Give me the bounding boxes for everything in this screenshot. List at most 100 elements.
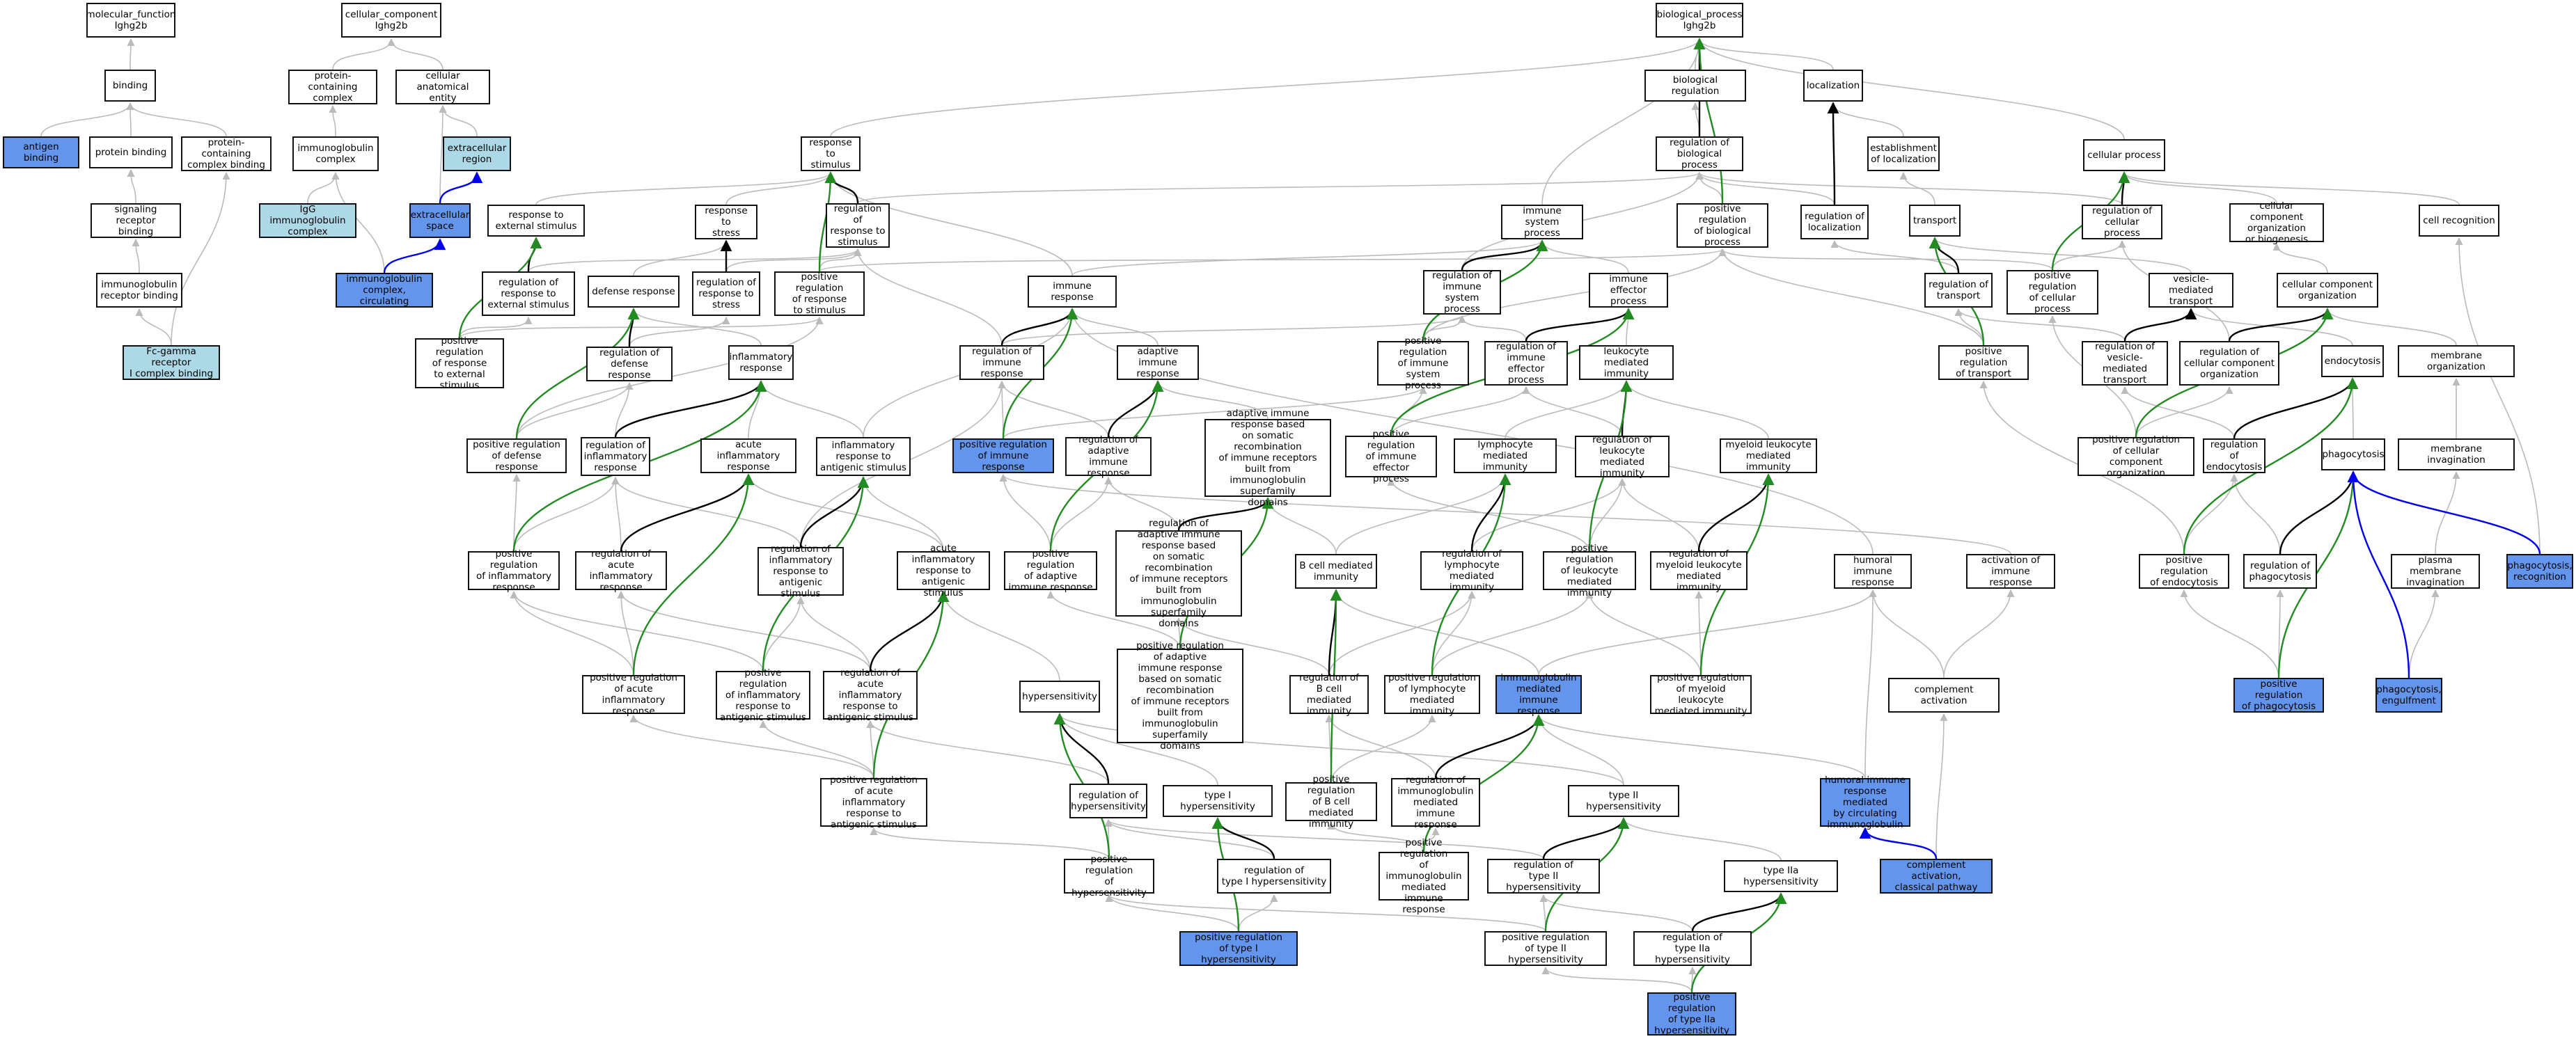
go-term-positive-regulation-of-cellular-process[interactable]: positive regulation of cellular process [2006, 270, 2098, 315]
go-term-membrane-invagination[interactable]: membrane invagination [2398, 438, 2515, 470]
go-term-cellular-component-root[interactable]: cellular_component Ighg2b [341, 3, 441, 38]
go-term-positive-regulation-of-defense-response[interactable]: positive regulation of defense response [466, 438, 567, 473]
go-term-regulation-of-endocytosis[interactable]: regulation of endocytosis [2203, 438, 2265, 473]
go-term-positive-regulation-of-inflammatory-response-to-antigenic-stimulus[interactable]: positive regulation of inflammatory resp… [716, 667, 810, 723]
go-term-cellular-anatomical-entity[interactable]: cellular anatomical entity [395, 70, 490, 104]
go-term-biological-regulation[interactable]: biological regulation [1644, 70, 1746, 102]
go-term-protein-binding[interactable]: protein binding [89, 136, 173, 168]
go-term-positive-regulation-of-biological-process[interactable]: positive regulation of biological proces… [1676, 203, 1768, 248]
go-term-regulation-of-leukocyte-mediated-immunity[interactable]: regulation of leukocyte mediated immunit… [1575, 434, 1670, 479]
go-term-phagocytosis-engulfment[interactable]: phagocytosis, engulfment [2375, 678, 2442, 713]
go-term-regulation-of-biological-process[interactable]: regulation of biological process [1656, 136, 1743, 171]
go-term-immunoglobulin-complex-circulating[interactable]: immunoglobulin complex, circulating [336, 273, 433, 308]
go-term-cellular-process[interactable]: cellular process [2083, 139, 2165, 171]
go-term-positive-regulation-of-response-to-external-stimulus[interactable]: positive regulation of response to exter… [415, 335, 504, 391]
go-term-regulation-of-immune-system-process[interactable]: regulation of immune system process [1423, 270, 1501, 315]
go-term-positive-regulation-of-adaptive-immune-response[interactable]: positive regulation of adaptive immune r… [1004, 548, 1097, 593]
go-term-positive-regulation-of-immune-response[interactable]: positive regulation of immune response [952, 438, 1054, 473]
go-term-regulation-of-immunoglobulin-mediated-immune-response[interactable]: regulation of immunoglobulin mediated im… [1391, 775, 1480, 830]
go-term-transport[interactable]: transport [1909, 205, 1961, 237]
go-term-phagocytosis[interactable]: phagocytosis [2321, 438, 2385, 470]
go-term-regulation-of-type-iia-hypersensitivity[interactable]: regulation of type IIa hypersensitivity [1633, 931, 1752, 966]
go-term-igg-immunoglobulin-complex[interactable]: IgG immunoglobulin complex [259, 203, 356, 238]
go-term-leukocyte-mediated-immunity[interactable]: leukocyte mediated immunity [1579, 345, 1674, 380]
go-term-plasma-membrane-invagination[interactable]: plasma membrane invagination [2391, 554, 2480, 589]
go-term-regulation-of-acute-inflammatory-response-to-antigenic-stimulus[interactable]: regulation of acute inflammatory respons… [823, 667, 918, 723]
go-term-inflammatory-response[interactable]: inflammatory response [728, 345, 794, 380]
go-term-regulation-of-acute-inflammatory-response[interactable]: regulation of acute inflammatory respons… [575, 548, 667, 593]
go-term-regulation-of-cellular-process[interactable]: regulation of cellular process [2082, 205, 2162, 239]
go-term-regulation-of-type-i-hypersensitivity[interactable]: regulation of type I hypersensitivity [1217, 859, 1331, 894]
go-term-positive-regulation-of-response-to-stimulus[interactable]: positive regulation of response to stimu… [774, 271, 865, 316]
go-term-immune-response[interactable]: immune response [1028, 276, 1117, 308]
go-term-adaptive-immune-response[interactable]: adaptive immune response [1117, 345, 1199, 380]
go-term-regulation-of-myeloid-leukocyte-mediated-immunity[interactable]: regulation of myeloid leukocyte mediated… [1650, 548, 1748, 593]
go-term-positive-regulation-of-acute-inflammatory-response-to-antigenic-stimulus[interactable]: positive regulation of acute inflammator… [820, 775, 927, 830]
go-term-molecular-function-root[interactable]: molecular_function Ighg2b [86, 3, 175, 38]
go-term-regulation-of-inflammatory-response[interactable]: regulation of inflammatory response [581, 437, 650, 476]
go-term-vesicle-mediated-transport[interactable]: vesicle-mediated transport [2149, 273, 2233, 308]
go-term-hypersensitivity[interactable]: hypersensitivity [1019, 681, 1100, 713]
go-term-positive-regulation-of-hypersensitivity[interactable]: positive regulation of hypersensitivity [1064, 854, 1154, 898]
go-term-type-i-hypersensitivity[interactable]: type I hypersensitivity [1163, 785, 1273, 817]
go-term-protein-containing-complex-binding[interactable]: protein-containing complex binding [181, 136, 272, 171]
go-term-cellular-component-organization-or-biogenesis[interactable]: cellular component organization or bioge… [2229, 200, 2324, 245]
go-term-positive-regulation-of-type-ii-hypersensitivity[interactable]: positive regulation of type II hypersens… [1484, 931, 1607, 966]
go-term-regulation-of-response-to-stimulus[interactable]: regulation of response to stimulus [826, 203, 890, 248]
go-term-inflammatory-response-to-antigenic-stimulus[interactable]: inflammatory response to antigenic stimu… [816, 437, 911, 476]
go-term-positive-regulation-of-leukocyte-mediated-immunity[interactable]: positive regulation of leukocyte mediate… [1543, 543, 1636, 598]
go-term-regulation-of-hypersensitivity[interactable]: regulation of hypersensitivity [1069, 784, 1147, 818]
go-term-positive-regulation-of-immune-system-process[interactable]: positive regulation of immune system pro… [1377, 335, 1469, 391]
go-term-phagocytosis-recognition[interactable]: phagocytosis, recognition [2506, 554, 2573, 589]
go-term-positive-regulation-of-myeloid-leukocyte-mediated-immunity[interactable]: positive regulation of myeloid leukocyte… [1650, 672, 1752, 717]
go-term-activation-of-immune-response[interactable]: activation of immune response [1966, 554, 2055, 589]
go-term-positive-regulation-of-phagocytosis[interactable]: positive regulation of phagocytosis [2233, 678, 2324, 713]
go-term-immune-effector-process[interactable]: immune effector process [1589, 273, 1668, 308]
go-term-membrane-organization[interactable]: membrane organization [2398, 345, 2515, 377]
go-term-regulation-of-b-cell-mediated-immunity[interactable]: regulation of B cell mediated immunity [1289, 672, 1369, 717]
go-term-regulation-of-type-ii-hypersensitivity[interactable]: regulation of type II hypersensitivity [1487, 859, 1600, 894]
go-term-regulation-of-defense-response[interactable]: regulation of defense response [586, 347, 673, 381]
go-term-humoral-immune-response[interactable]: humoral immune response [1834, 554, 1912, 589]
go-term-regulation-of-localization[interactable]: regulation of localization [1800, 205, 1869, 239]
go-term-myeloid-leukocyte-mediated-immunity[interactable]: myeloid leukocyte mediated immunity [1720, 438, 1817, 473]
go-term-type-ii-hypersensitivity[interactable]: type II hypersensitivity [1568, 785, 1679, 817]
go-term-response-to-stimulus[interactable]: response to stimulus [801, 136, 861, 171]
go-term-endocytosis[interactable]: endocytosis [2321, 345, 2384, 377]
go-term-type-iia-hypersensitivity[interactable]: type IIa hypersensitivity [1724, 860, 1838, 892]
go-term-biological-process-root[interactable]: biological_process Ighg2b [1656, 3, 1743, 38]
go-term-defense-response[interactable]: defense response [588, 276, 680, 308]
go-term-protein-containing-complex[interactable]: protein-containing complex [288, 70, 377, 104]
go-term-positive-regulation-of-endocytosis[interactable]: positive regulation of endocytosis [2139, 554, 2229, 589]
go-term-complement-activation-classical-pathway[interactable]: complement activation, classical pathway [1880, 859, 1993, 894]
go-term-immunoglobulin-complex[interactable]: immunoglobulin complex [292, 136, 379, 171]
go-term-extracellular-space[interactable]: extracellular space [409, 203, 471, 238]
go-term-regulation-of-lymphocyte-mediated-immunity[interactable]: regulation of lymphocyte mediated immuni… [1420, 548, 1523, 593]
go-term-regulation-of-adaptive-immune-response[interactable]: regulation of adaptive immune response [1065, 434, 1152, 479]
go-term-extracellular-region[interactable]: extracellular region [443, 136, 511, 171]
go-term-b-cell-mediated-immunity[interactable]: B cell mediated immunity [1295, 554, 1377, 589]
go-term-acute-inflammatory-response[interactable]: acute inflammatory response [700, 438, 796, 473]
go-term-positive-regulation-of-type-i-hypersensitivity[interactable]: positive regulation of type I hypersensi… [1179, 931, 1298, 966]
go-term-fc-gamma-receptor-binding[interactable]: Fc-gamma receptor I complex binding [123, 345, 220, 380]
go-term-regulation-of-response-to-external-stimulus[interactable]: regulation of response to external stimu… [482, 271, 575, 316]
go-term-regulation-of-response-to-stress[interactable]: regulation of response to stress [692, 271, 760, 316]
go-term-acute-inflammatory-response-to-antigenic-stimulus[interactable]: acute inflammatory response to antigenic… [897, 543, 990, 598]
go-term-humoral-immune-response-mediated-by-circulating-immunoglobulin[interactable]: humoral immune response mediated by circ… [1820, 775, 1910, 830]
go-term-immunoglobulin-mediated-immune-response[interactable]: immunoglobulin mediated immune response [1495, 672, 1582, 717]
go-term-immune-system-process[interactable]: immune system process [1501, 205, 1583, 239]
go-term-establishment-of-localization[interactable]: establishment of localization [1867, 136, 1940, 171]
go-term-regulation-of-adaptive-immune-response-somatic-recombination[interactable]: regulation of adaptive immune response b… [1115, 518, 1242, 629]
go-term-lymphocyte-mediated-immunity[interactable]: lymphocyte mediated immunity [1454, 438, 1557, 473]
go-term-regulation-of-inflammatory-response-to-antigenic-stimulus[interactable]: regulation of inflammatory response to a… [757, 544, 844, 599]
go-term-positive-regulation-of-immunoglobulin-mediated-immune-response[interactable]: positive regulation of immunoglobulin me… [1379, 837, 1469, 915]
go-term-regulation-of-vesicle-mediated-transport[interactable]: regulation of vesicle-mediated transport [2082, 341, 2168, 386]
go-term-positive-regulation-of-lymphocyte-mediated-immunity[interactable]: positive regulation of lymphocyte mediat… [1384, 672, 1480, 717]
go-term-positive-regulation-of-inflammatory-response[interactable]: positive regulation of inflammatory resp… [468, 548, 560, 593]
go-term-positive-regulation-of-transport[interactable]: positive regulation of transport [1938, 345, 2029, 380]
go-term-positive-regulation-of-acute-inflammatory-response[interactable]: positive regulation of acute inflammator… [582, 672, 685, 717]
go-term-positive-regulation-of-b-cell-mediated-immunity[interactable]: positive regulation of B cell mediated i… [1285, 774, 1377, 830]
go-term-localization[interactable]: localization [1803, 70, 1863, 102]
go-term-complement-activation[interactable]: complement activation [1888, 678, 2000, 713]
go-term-positive-regulation-of-type-iia-hypersensitivity[interactable]: positive regulation of type IIa hypersen… [1647, 992, 1736, 1036]
